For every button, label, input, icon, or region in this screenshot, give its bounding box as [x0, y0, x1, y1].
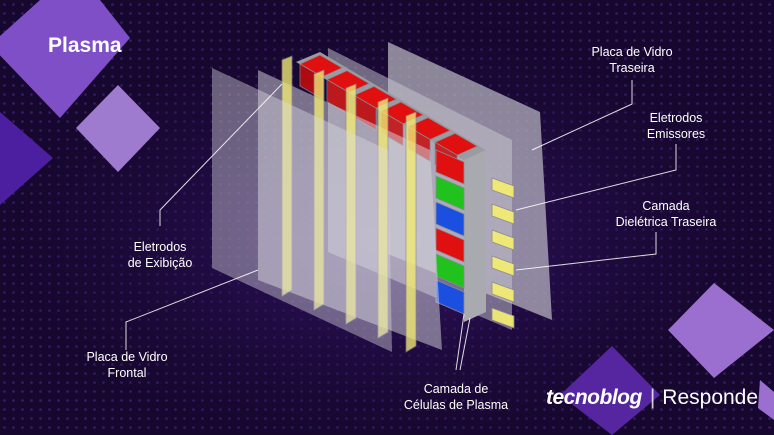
display-strip — [345, 83, 357, 325]
label-rear-glass: Placa de Vidro Traseira — [591, 45, 673, 75]
emitter-strip — [491, 281, 515, 303]
emitter-strip — [491, 255, 515, 277]
label-display-electrodes: Eletrodos de Exibição — [127, 240, 193, 270]
display-strip — [281, 55, 293, 297]
leader-lines — [125, 80, 677, 371]
display-strip — [313, 69, 325, 311]
display-electrodes — [281, 55, 417, 353]
emitter-strip — [491, 177, 515, 199]
label-front-glass: Placa de Vidro Frontal — [86, 350, 168, 380]
page-title: Plasma — [48, 34, 122, 57]
leader-front-glass — [125, 269, 259, 350]
emitter-strip — [491, 307, 515, 329]
leader-cells-b — [459, 317, 471, 371]
brand-section: Responde — [662, 386, 759, 409]
emitter-electrodes — [491, 177, 515, 329]
emitter-strip — [491, 229, 515, 251]
cell-side — [435, 201, 465, 237]
cell-side — [435, 149, 465, 185]
display-strip — [377, 97, 389, 339]
plasma-cell-block — [296, 52, 486, 322]
leader-dielectric — [515, 232, 657, 271]
display-strip — [405, 111, 417, 353]
brand-name: tecnoblog — [546, 386, 642, 409]
leader-emitters — [515, 144, 677, 211]
label-plasma-cells: Camada de Células de Plasma — [403, 382, 509, 412]
side-cells — [435, 149, 465, 315]
cell-side — [435, 227, 465, 263]
tecnoblog-logo: tecnoblog | Responde — [546, 386, 758, 410]
leader-display-electrodes — [159, 83, 283, 226]
label-rear-dielectric: Camada Dielétrica Traseira — [615, 199, 717, 229]
leader-cells-a — [455, 313, 465, 371]
brand-separator: | — [649, 386, 656, 409]
leader-rear-glass — [531, 80, 633, 151]
emitter-strip — [491, 203, 515, 225]
front-glass-plate — [212, 68, 392, 352]
label-emitter-electrodes: Eletrodos Emissores — [646, 111, 706, 141]
cell-side — [435, 175, 465, 211]
